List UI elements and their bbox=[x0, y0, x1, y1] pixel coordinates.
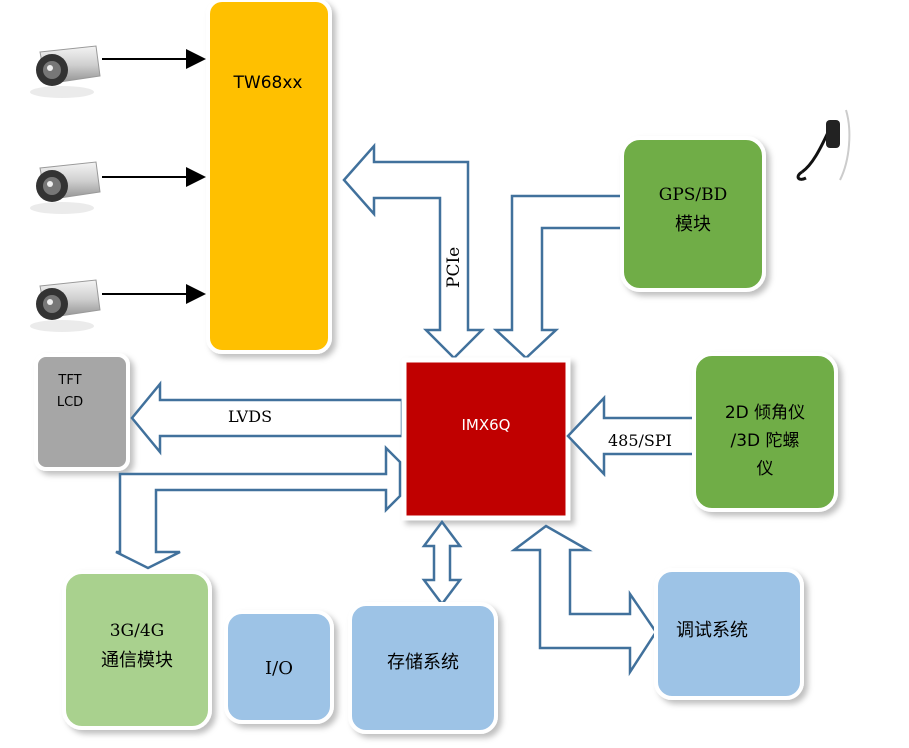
lvds-label: LVDS bbox=[228, 407, 272, 426]
tw68xx-label: TW68xx bbox=[233, 73, 303, 93]
gps-antenna-icon bbox=[796, 109, 851, 181]
gps-label-line1: GPS/BD bbox=[659, 185, 728, 205]
camera-2 bbox=[30, 161, 101, 214]
imx6q-label: IMX6Q bbox=[462, 416, 511, 434]
gps-bd-module: GPS/BD 模块 bbox=[620, 136, 766, 292]
spi-label: 485/SPI bbox=[608, 431, 672, 450]
tw68xx-block: TW68xx bbox=[206, 0, 332, 354]
pcie-link: PCIe bbox=[342, 142, 486, 360]
debug-label: 调试系统 bbox=[676, 620, 748, 641]
io-label: I/O bbox=[265, 658, 293, 679]
lvds-link: LVDS bbox=[130, 380, 404, 456]
tft-label-line1: TFT bbox=[57, 373, 81, 388]
storage-label: 存储系统 bbox=[387, 652, 459, 673]
security-camera-icon bbox=[30, 161, 101, 214]
tilt-label-line1: 2D 倾角仪 bbox=[725, 403, 805, 423]
io-module: I/O bbox=[224, 610, 334, 724]
tilt-label-line2: /3D 陀螺 bbox=[730, 431, 799, 451]
storage-link bbox=[421, 519, 463, 607]
imx6q-block: IMX6Q bbox=[401, 357, 571, 521]
gps-link bbox=[492, 194, 628, 360]
camera-3 bbox=[30, 279, 101, 332]
security-camera-icon bbox=[30, 45, 101, 98]
storage-module: 存储系统 bbox=[348, 602, 498, 734]
debug-module: 调试系统 bbox=[654, 568, 804, 700]
camera-1 bbox=[30, 45, 101, 98]
debug-link bbox=[510, 524, 658, 677]
spi-link: 485/SPI bbox=[566, 394, 696, 478]
comm-3g4g-module: 3G/4G 通信模块 bbox=[62, 570, 212, 730]
gps-label-line2: 模块 bbox=[675, 214, 711, 235]
tilt-label-line3: 仪 bbox=[757, 459, 774, 479]
tft-label-line2: LCD bbox=[57, 395, 83, 410]
comm-label-line2: 通信模块 bbox=[101, 650, 173, 671]
comm-label-line1: 3G/4G bbox=[110, 621, 165, 641]
security-camera-icon bbox=[30, 279, 101, 332]
tilt-gyro-module: 2D 倾角仪 /3D 陀螺 仪 bbox=[692, 352, 838, 512]
comm-link bbox=[115, 444, 402, 570]
pcie-label: PCIe bbox=[444, 247, 464, 288]
tft-lcd-block: TFT LCD bbox=[34, 353, 130, 471]
